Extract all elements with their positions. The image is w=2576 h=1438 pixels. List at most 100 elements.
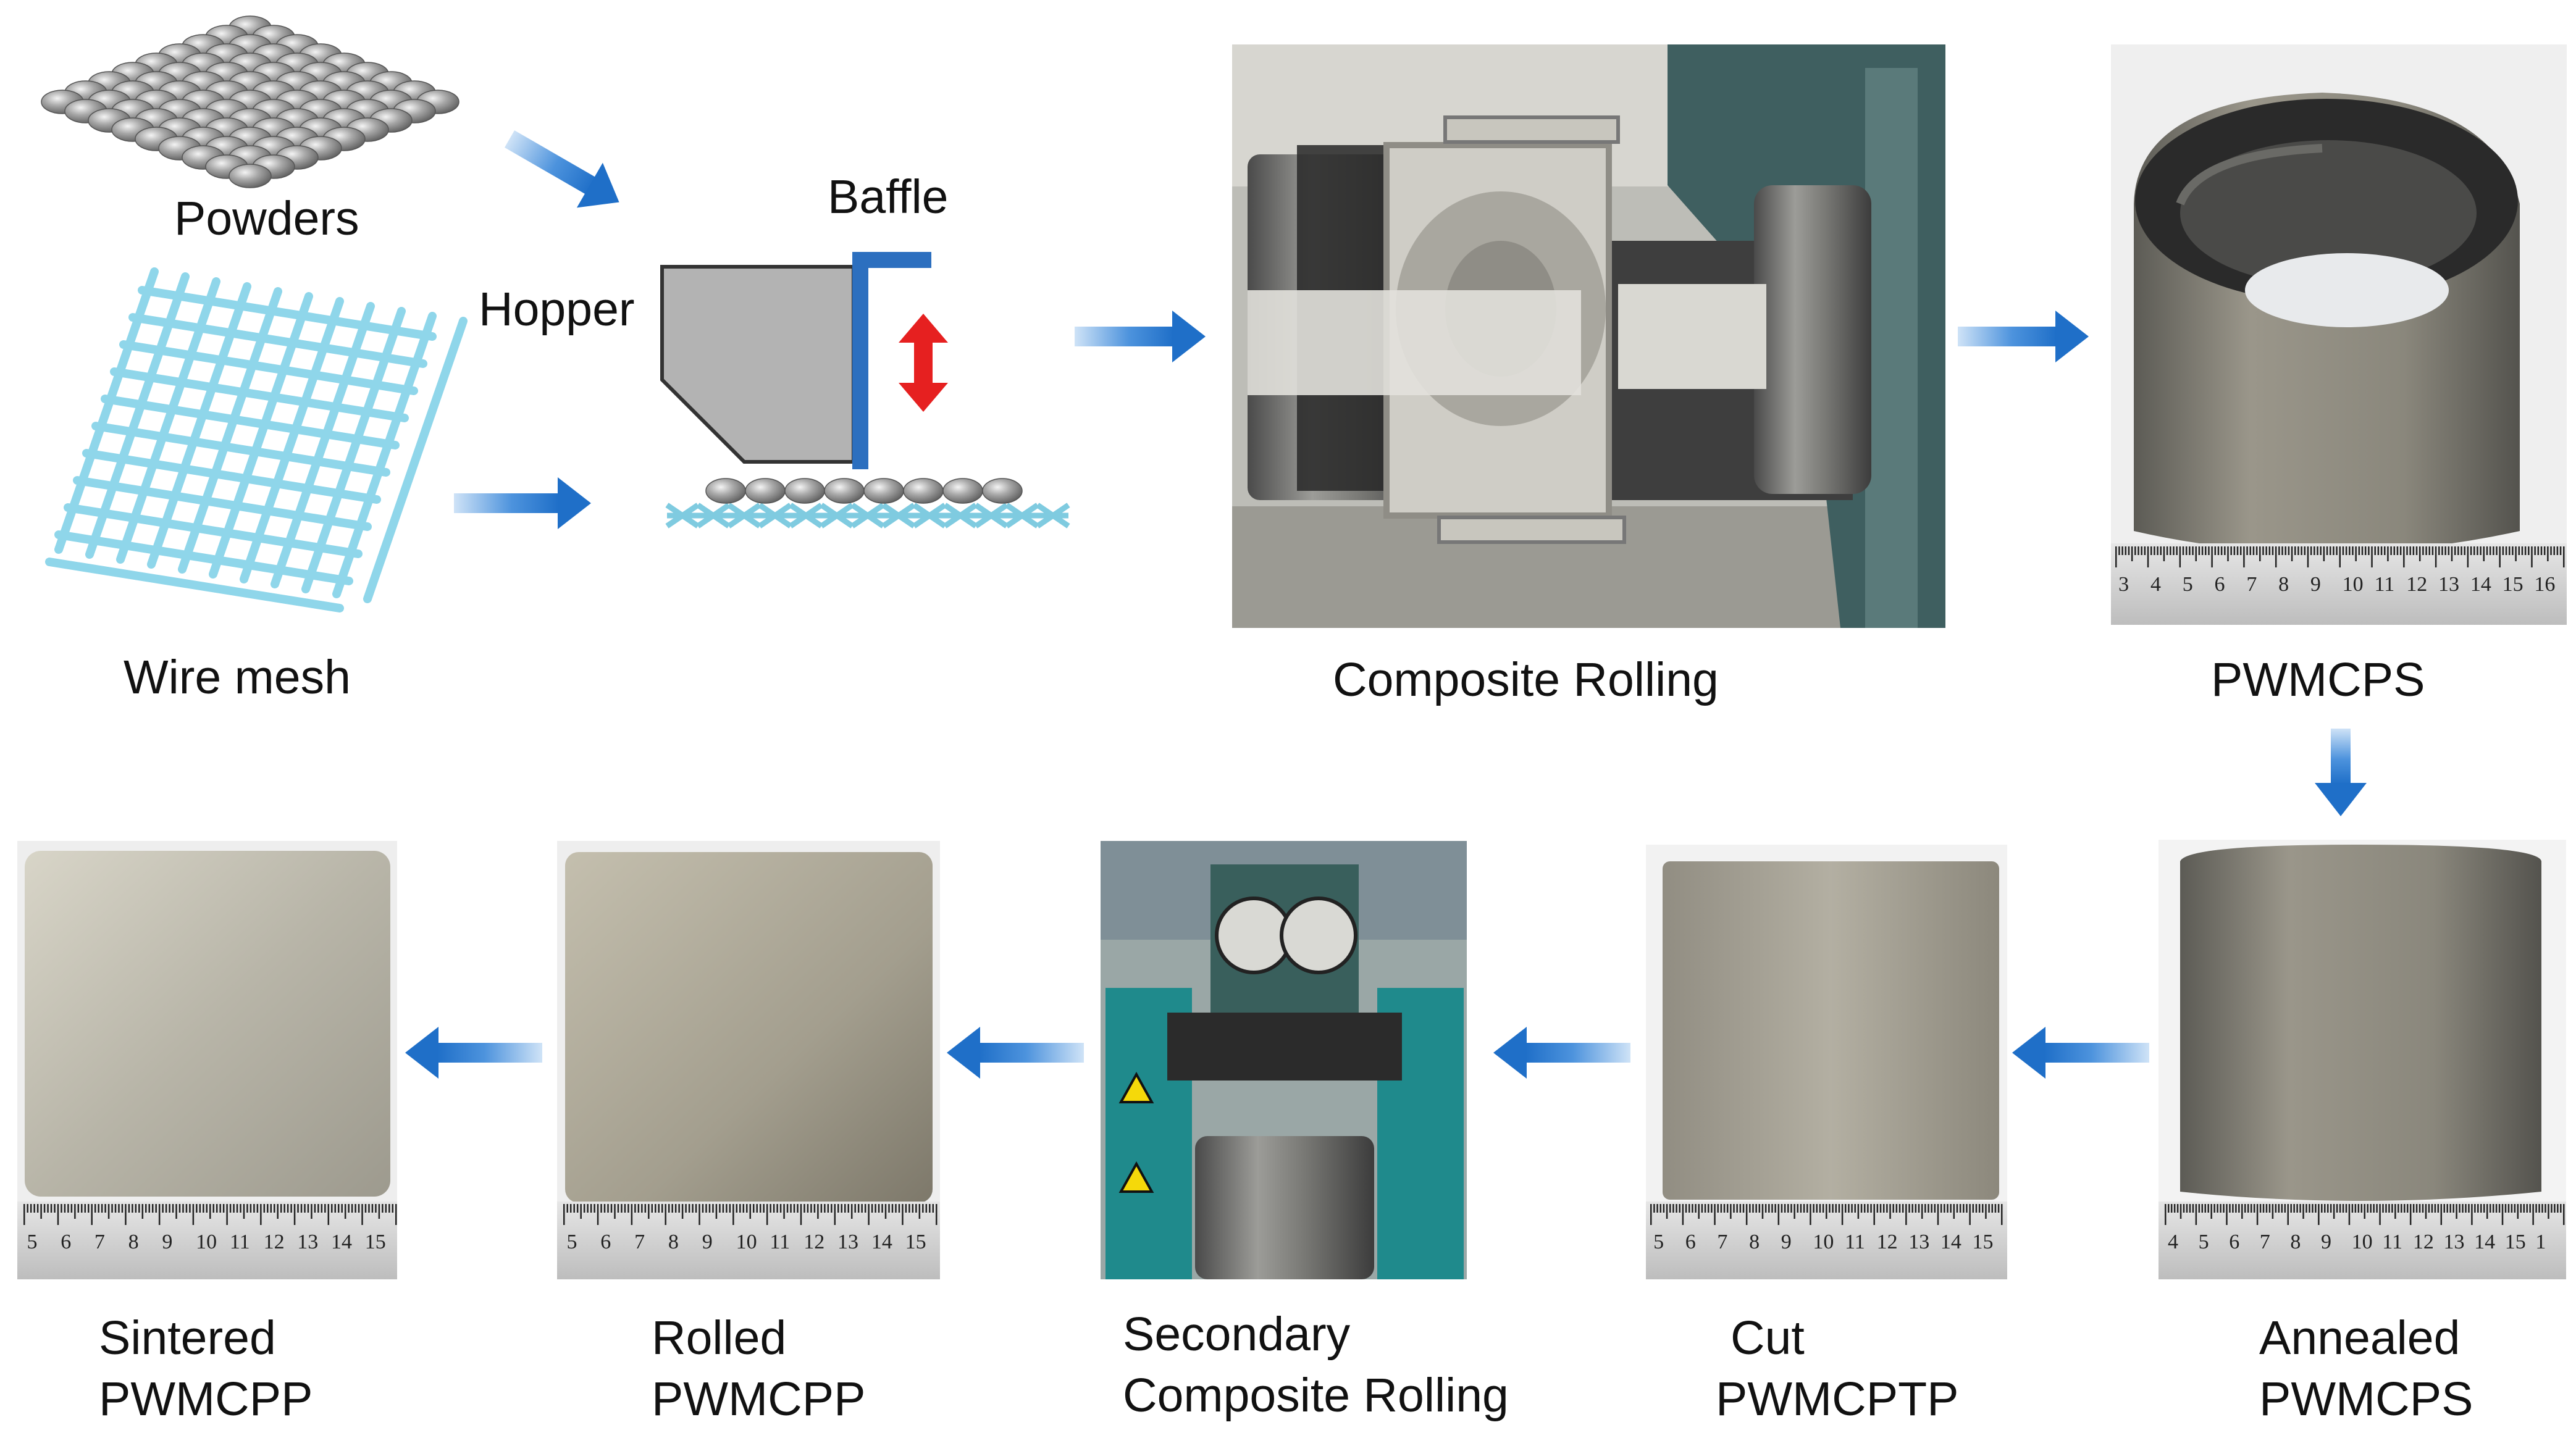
ruler-tick [1944, 1204, 1945, 1213]
ruler-tick [1806, 1204, 1808, 1213]
ruler-tick [192, 1204, 195, 1225]
powder-particle [824, 478, 865, 504]
annealed-label-line1: Annealed [2259, 1311, 2461, 1365]
ruler-tick [1669, 1204, 1671, 1213]
ruler-tick [2243, 546, 2245, 567]
ruler-tick [388, 1204, 390, 1213]
ruler-tick [881, 1204, 883, 1213]
ruler-tick [138, 1204, 140, 1213]
ruler-tick [1860, 1204, 1863, 1213]
ruler-tick [344, 1204, 346, 1219]
ruler-tick [2141, 546, 2142, 555]
ruler-tick [1851, 1204, 1853, 1213]
ruler-tick [2195, 546, 2197, 561]
ruler-tick [2520, 1204, 2522, 1213]
ruler-tick [2518, 546, 2520, 555]
ruler-tick [141, 1204, 144, 1219]
ruler-tick [2227, 546, 2229, 561]
ruler-number: 15 [2504, 1231, 2526, 1253]
ruler-tick [2379, 1204, 2381, 1225]
ruler-tick [2302, 1204, 2304, 1219]
ruler-tick [2189, 546, 2191, 555]
ruler-tick [2179, 546, 2181, 567]
ruler-tick [101, 1204, 103, 1213]
ruler-number: 12 [2406, 573, 2428, 596]
ruler-tick [2443, 1204, 2445, 1213]
ruler-tick [773, 1204, 775, 1213]
ruler-tick [111, 1204, 113, 1213]
ruler-tick [692, 1204, 694, 1213]
ruler-tick [2382, 1204, 2384, 1213]
ruler-number: 13 [1908, 1231, 1930, 1253]
ruler-tick [2160, 546, 2162, 555]
ruler-tick [674, 1204, 677, 1213]
ruler-tick [1934, 1204, 1936, 1213]
ruler-tick [2345, 546, 2347, 555]
ruler-tick [2170, 1204, 2173, 1213]
ruler-tick [719, 1204, 721, 1213]
ruler-tick [2505, 546, 2507, 555]
ruler-tick [1679, 1204, 1680, 1213]
sintered-label-line1: Sintered [99, 1311, 276, 1365]
ruler-tick [929, 1204, 931, 1213]
ruler-tick [2244, 1204, 2246, 1213]
ruler-tick [1813, 1204, 1815, 1213]
ruler-tick [236, 1204, 238, 1213]
ruler-tick [297, 1204, 299, 1213]
ruler-tick [2275, 546, 2277, 567]
ruler-tick [64, 1204, 66, 1213]
ruler-tick [2559, 546, 2562, 555]
ruler-tick [2547, 546, 2549, 561]
ruler-tick [922, 1204, 924, 1213]
pwmcps-photo [2111, 44, 2567, 625]
ruler-tick [148, 1204, 150, 1213]
mesh-wire [101, 395, 400, 449]
mesh-wire [119, 340, 418, 395]
ruler-tick [172, 1204, 174, 1213]
ruler-tick [864, 1204, 866, 1213]
ruler-tick [132, 1204, 133, 1213]
ruler-tick [2441, 546, 2443, 555]
ruler-tick [834, 1204, 836, 1225]
ruler-tick [2220, 1204, 2221, 1213]
ruler-tick [361, 1204, 363, 1225]
ruler-tick [2431, 1204, 2433, 1213]
ruler-tick [260, 1204, 262, 1225]
ruler-tick [861, 1204, 863, 1213]
ruler-tick [2170, 546, 2171, 555]
ruler-tick [688, 1204, 690, 1213]
ruler-tick [2167, 1204, 2170, 1213]
ruler-tick [1876, 1204, 1879, 1213]
ruler-tick [685, 1204, 687, 1213]
ruler-tick [2284, 546, 2286, 555]
ruler-tick [2412, 1204, 2415, 1213]
ruler-tick [786, 1204, 789, 1213]
ruler-tick [2208, 546, 2210, 555]
ruler-tick [1650, 1204, 1652, 1225]
ruler-tick [2342, 546, 2344, 555]
cut-label: Cut PWMCPTP [1716, 1308, 1959, 1429]
ruler-tick [1761, 1204, 1764, 1219]
ruler-tick [1870, 1204, 1872, 1213]
ruler-tick [2293, 1204, 2295, 1213]
ruler-tick [87, 1204, 90, 1213]
ruler-tick [67, 1204, 69, 1213]
ruler-tick [1745, 1204, 1748, 1225]
mesh-wire [45, 558, 344, 612]
ruler-tick [364, 1204, 367, 1213]
ruler-tick [47, 1204, 49, 1213]
ruler-tick [2121, 546, 2123, 555]
ruler-tick [634, 1204, 636, 1213]
wire-mesh-label: Wire mesh [124, 651, 351, 704]
arrow-annealed-to-cut [2012, 1027, 2149, 1079]
ruler-tick [912, 1204, 914, 1213]
ruler-tick [287, 1204, 289, 1213]
ruler-tick [2387, 546, 2389, 561]
ruler-number: 4 [2150, 573, 2161, 596]
ruler-tick [2384, 546, 2386, 555]
powder-particle [982, 478, 1023, 504]
ruler-number: 6 [2229, 1231, 2240, 1253]
ruler-tick [277, 1204, 279, 1219]
ruler-tick [1790, 1204, 1792, 1213]
ruler-tick [2419, 1204, 2421, 1213]
